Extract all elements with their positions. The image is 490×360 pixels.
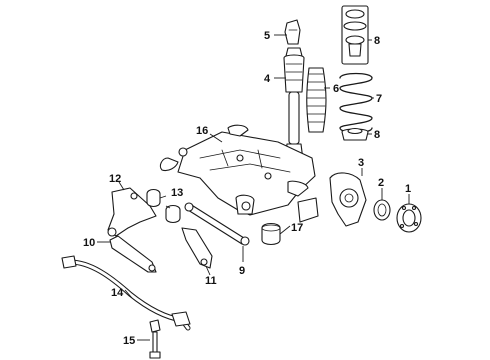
- callout-labels: 5 4 6 8 7 8 3 2 1 16 17 12 13 9 11 10 14…: [83, 30, 411, 347]
- part-14-stabilizer-bar: [61, 255, 191, 331]
- part-15-stabilizer-link: [149, 319, 161, 359]
- part-8-lower-seat: [341, 127, 369, 141]
- callout-9: 9: [239, 265, 245, 277]
- callout-4: 4: [264, 73, 271, 85]
- callout-17: 17: [291, 222, 303, 234]
- part-1-wheel-hub: [396, 203, 422, 233]
- part-17-bushing: [261, 197, 319, 246]
- part-2-wheel-bearing: [373, 199, 391, 221]
- callout-10: 10: [83, 237, 95, 249]
- callout-8-top: 8: [374, 35, 380, 47]
- callout-11: 11: [205, 275, 217, 287]
- callout-5: 5: [264, 30, 270, 42]
- part-10-lateral-link: [109, 235, 157, 273]
- part-8-upper-mount: [341, 5, 369, 65]
- callout-13: 13: [171, 187, 183, 199]
- callout-3: 3: [358, 157, 364, 169]
- callout-7: 7: [376, 93, 382, 105]
- part-16-subframe: [159, 124, 316, 216]
- part-7-coil-spring: [339, 72, 373, 134]
- part-3-knuckle: [329, 172, 367, 227]
- part-9-link-arm: [184, 202, 250, 246]
- callout-1: 1: [405, 183, 411, 195]
- callout-2: 2: [378, 177, 384, 189]
- callout-6: 6: [333, 83, 339, 95]
- part-13-bushings: [146, 188, 181, 224]
- leader-lines: [97, 34, 410, 341]
- part-6-dust-boot: [306, 67, 327, 133]
- callout-12: 12: [109, 173, 121, 185]
- callout-15: 15: [123, 335, 135, 347]
- callout-8-bottom: 8: [374, 129, 380, 141]
- callout-14: 14: [111, 287, 124, 299]
- part-5-bump-stop: [284, 19, 301, 45]
- part-12-control-arm: [107, 187, 157, 237]
- part-11-trailing-link: [181, 227, 213, 269]
- callout-16: 16: [196, 125, 208, 137]
